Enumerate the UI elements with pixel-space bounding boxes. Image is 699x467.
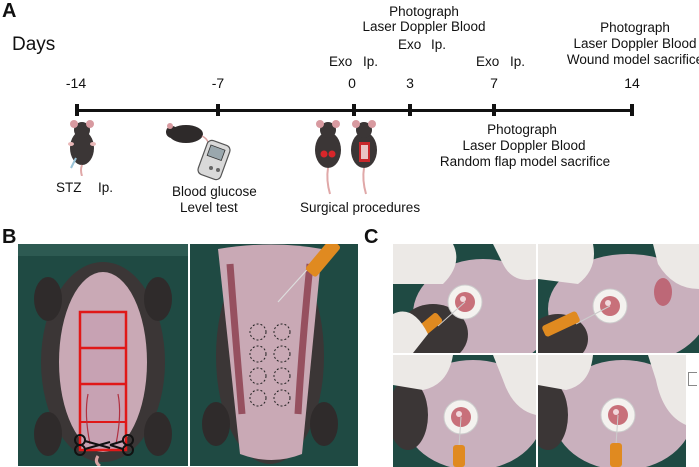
tick-minus14	[75, 104, 79, 116]
photo-flap-model	[18, 244, 188, 466]
tick-label-0: 0	[348, 75, 356, 91]
exo-day3: Exo	[398, 37, 422, 52]
tick-3	[408, 104, 412, 116]
tick-label-7: 7	[490, 75, 498, 91]
photo-wound-injection-sites	[190, 244, 358, 466]
day7-bottom-line3: Random flap model sacrifice	[439, 154, 611, 169]
photo-wound-injection-4	[538, 355, 686, 467]
ip-day3: Ip.	[431, 37, 447, 52]
tick-0	[352, 104, 356, 116]
blood-glucose-label-line1: Blood glucose	[172, 184, 257, 199]
day14-top-line2: Laser Doppler Blood	[573, 36, 697, 51]
scale-bar	[688, 372, 697, 386]
exo-day7: Exo	[476, 54, 500, 69]
photo-wound-injection-2	[538, 244, 699, 353]
tick-label-minus7: -7	[211, 75, 225, 91]
photo-wound-injection-1	[393, 244, 536, 353]
day7-bottom-line1: Photograph	[487, 122, 557, 137]
ip-day7: Ip.	[510, 54, 526, 69]
surgery-mice-illustration	[310, 118, 386, 196]
ip-day0: Ip.	[363, 54, 379, 69]
day3-top-line1: Photograph	[389, 4, 459, 19]
day7-bottom-line2: Laser Doppler Blood	[462, 138, 586, 153]
surgical-procedures-label: Surgical procedures	[300, 200, 421, 215]
exo-day0: Exo	[329, 54, 353, 69]
tick-label-14: 14	[624, 75, 640, 91]
day14-top-line1: Photograph	[600, 20, 670, 35]
tick-minus7	[216, 104, 220, 116]
day3-top-line2: Laser Doppler Blood	[362, 19, 486, 34]
panel-c-letter: C	[364, 226, 379, 248]
stz-ip-label: Ip.	[98, 180, 114, 195]
day14-top-line3: Wound model sacrifice	[566, 52, 699, 67]
mouse-stz-illustration	[63, 118, 101, 176]
tick-label-minus14: -14	[65, 75, 87, 91]
stz-label: STZ	[56, 180, 82, 195]
glucose-meter-illustration	[162, 116, 242, 182]
photo-wound-injection-3	[393, 355, 536, 467]
blood-glucose-label-line2: Level test	[180, 200, 238, 215]
days-label: Days	[12, 34, 56, 55]
panel-a-letter: A	[2, 0, 17, 22]
panel-b-letter: B	[2, 226, 17, 248]
tick-label-3: 3	[406, 75, 414, 91]
tick-14	[630, 104, 634, 116]
tick-7	[492, 104, 496, 116]
